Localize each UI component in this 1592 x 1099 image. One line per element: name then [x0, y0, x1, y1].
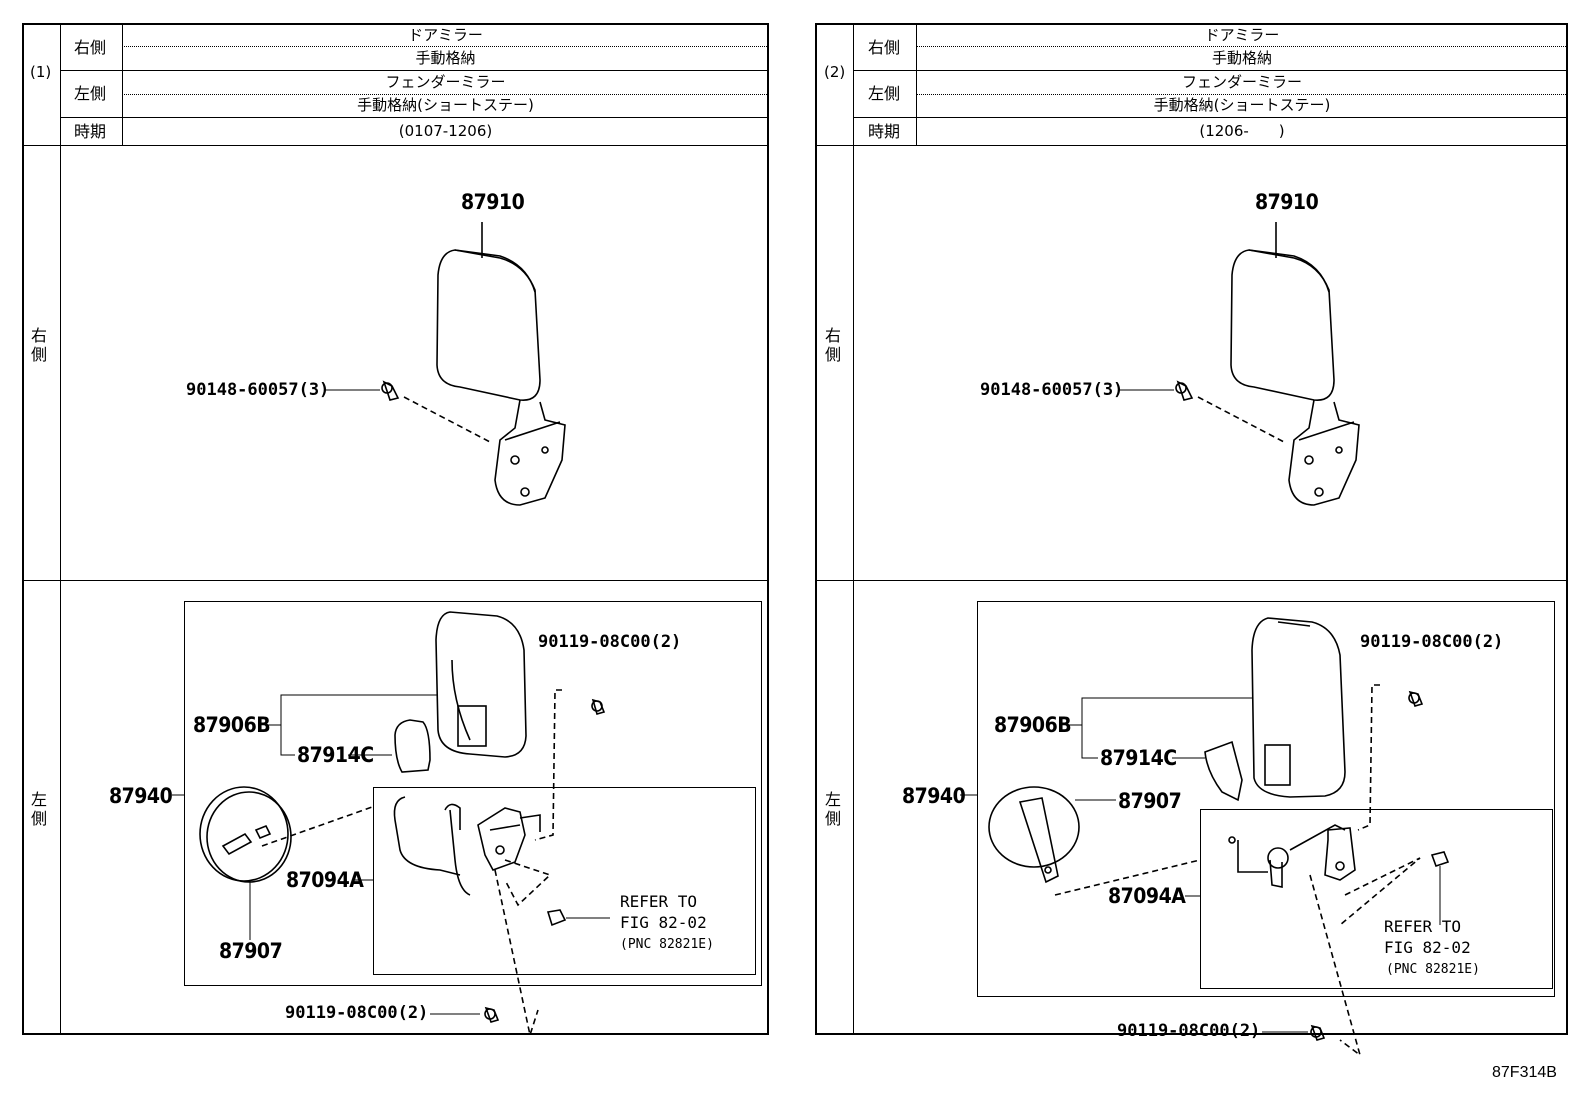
part-87094A: 87094A — [286, 868, 364, 892]
part-90119-08C00-bottom: 90119-08C00(2) — [1117, 1021, 1261, 1041]
part-87906B: 87906B — [994, 713, 1072, 737]
grid-line — [60, 70, 769, 71]
part-87914C: 87914C — [297, 743, 374, 767]
grid-line — [853, 70, 1568, 71]
part-87906B: 87906B — [193, 713, 271, 737]
refer-line3: (PNC 82821E) — [1386, 962, 1480, 977]
section-left-label: 左側 — [824, 790, 841, 828]
panel-index: (2) — [824, 63, 846, 81]
header-right-line1: ドアミラー — [1204, 26, 1280, 44]
header-right-label: 右側 — [868, 38, 901, 57]
figure-id: 87F314B — [1492, 1064, 1557, 1081]
grid-line — [853, 23, 854, 1035]
grid-line — [60, 117, 769, 118]
header-left-line2: 手動格納(ショートステー) — [1153, 96, 1331, 114]
header-period-label: 時期 — [868, 122, 901, 141]
grid-line — [122, 94, 769, 95]
part-90119-08C00-top: 90119-08C00(2) — [1360, 632, 1504, 652]
grid-line — [22, 580, 769, 581]
header-right-line2: 手動格納 — [415, 49, 476, 67]
grid-line — [916, 46, 1568, 47]
header-period-label: 時期 — [74, 122, 107, 141]
grid-line — [60, 23, 61, 1035]
header-left-label: 左側 — [74, 84, 107, 103]
panel-index: (1) — [30, 63, 52, 81]
refer-line1: REFER TO — [1384, 917, 1462, 936]
section-left-label: 左側 — [30, 790, 47, 828]
part-87907: 87907 — [1118, 789, 1182, 813]
grid-line — [815, 580, 1568, 581]
refer-line2: FIG 82-02 — [1384, 938, 1471, 957]
bracket-box — [1200, 809, 1553, 989]
grid-line — [815, 145, 1568, 146]
header-period-value: (1206- ) — [1199, 122, 1285, 140]
grid-line — [122, 46, 769, 47]
grid-line — [916, 23, 917, 145]
part-87094A: 87094A — [1108, 884, 1186, 908]
header-right-line1: ドアミラー — [408, 26, 483, 44]
header-left-line2: 手動格納(ショートステー) — [357, 96, 534, 114]
header-right-label: 右側 — [74, 38, 107, 57]
part-87940: 87940 — [109, 784, 173, 808]
refer-line3: (PNC 82821E) — [620, 937, 714, 952]
part-87910: 87910 — [461, 190, 525, 214]
part-90148-60057: 90148-60057(3) — [980, 380, 1124, 400]
section-right-label: 右側 — [30, 326, 47, 364]
part-87940: 87940 — [902, 784, 966, 808]
part-87910: 87910 — [1255, 190, 1319, 214]
header-left-line1: フェンダーミラー — [385, 73, 506, 91]
grid-line — [22, 145, 769, 146]
part-87914C: 87914C — [1100, 746, 1177, 770]
header-left-line1: フェンダーミラー — [1181, 73, 1302, 91]
part-90119-08C00-top: 90119-08C00(2) — [538, 632, 682, 652]
part-90119-08C00-bottom: 90119-08C00(2) — [285, 1003, 429, 1023]
grid-line — [853, 117, 1568, 118]
header-right-line2: 手動格納 — [1211, 49, 1272, 67]
header-period-value: (0107-1206) — [398, 122, 493, 140]
header-left-label: 左側 — [868, 84, 901, 103]
part-87907: 87907 — [219, 939, 283, 963]
grid-line — [122, 23, 123, 145]
bracket-box — [373, 787, 756, 975]
refer-line1: REFER TO — [620, 892, 698, 911]
grid-line — [916, 94, 1568, 95]
section-right-label: 右側 — [824, 326, 841, 364]
part-90148-60057: 90148-60057(3) — [186, 380, 330, 400]
refer-line2: FIG 82-02 — [620, 913, 707, 932]
